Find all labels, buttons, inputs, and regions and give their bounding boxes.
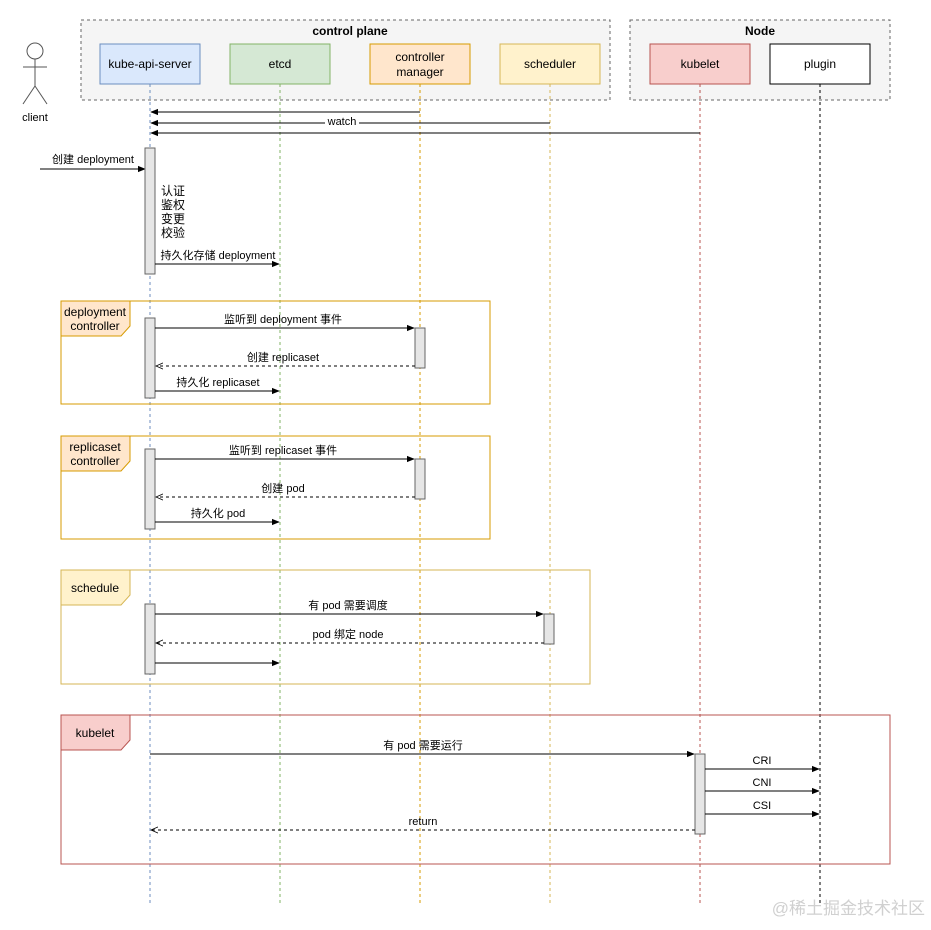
label-create-replicaset: 创建 replicaset xyxy=(247,350,319,364)
label-watch-deployment-event: 监听到 deployment 事件 xyxy=(224,313,342,326)
label-persist-replicaset: 持久化 replicaset xyxy=(176,375,259,389)
frame-deployment-controller: deployment controller xyxy=(60,300,491,405)
participant-label: plugin xyxy=(804,57,836,71)
activation-kubelet xyxy=(694,753,706,835)
activation-api-server-3 xyxy=(144,448,156,530)
watermark: @稀土掘金技术社区 xyxy=(772,899,925,918)
watch-arrows xyxy=(150,108,700,137)
node-title: Node xyxy=(745,24,775,38)
label-persist-pod: 持久化 pod xyxy=(191,506,245,520)
frame-replicaset-controller: replicaset controller xyxy=(60,435,491,540)
actor-client[interactable] xyxy=(22,42,48,105)
frame-label: kubelet xyxy=(76,726,115,740)
label-authorization: 鉴权 xyxy=(161,198,185,212)
label-cri: CRI xyxy=(753,755,772,767)
actor-client-label: client xyxy=(22,112,48,124)
label-create-pod: 创建 pod xyxy=(261,481,304,495)
frame-kubelet: kubelet xyxy=(60,714,891,865)
control-plane-title: control plane xyxy=(312,24,388,38)
participant-label: kubelet xyxy=(681,57,720,71)
frame-label: schedule xyxy=(71,581,119,595)
label-persist-deployment: 持久化存储 deployment xyxy=(161,248,276,262)
frame-label-line2: controller xyxy=(70,454,119,468)
label-csi: CSI xyxy=(753,800,771,812)
activation-controller-2 xyxy=(414,458,426,500)
frame-label-line2: controller xyxy=(70,319,119,333)
label-authentication: 认证 xyxy=(161,184,185,198)
participant-label: scheduler xyxy=(524,57,576,71)
label-watch-replicaset-event: 监听到 replicaset 事件 xyxy=(229,444,337,457)
activation-api-server-2 xyxy=(144,317,156,399)
frame-schedule: schedule xyxy=(60,569,591,685)
participant-etcd[interactable]: etcd xyxy=(229,43,331,85)
activation-controller-1 xyxy=(414,327,426,369)
participant-kube-api-server[interactable]: kube-api-server xyxy=(99,43,201,85)
label-cni: CNI xyxy=(753,777,772,789)
participant-label-line2: manager xyxy=(396,65,443,79)
frame-label-line1: deployment xyxy=(64,305,127,319)
label-return: return xyxy=(409,816,438,828)
participant-label: etcd xyxy=(269,57,292,71)
label-pod-needs-running: 有 pod 需要运行 xyxy=(383,738,462,752)
watch-label: watch xyxy=(327,116,357,128)
label-pod-bind-node: pod 绑定 node xyxy=(313,627,384,641)
participant-label: kube-api-server xyxy=(108,57,191,71)
label-create-deployment: 创建 deployment xyxy=(52,152,134,166)
participant-kubelet[interactable]: kubelet xyxy=(649,43,751,85)
participant-scheduler[interactable]: scheduler xyxy=(499,43,601,85)
activation-scheduler xyxy=(543,613,555,645)
participant-controller-manager[interactable]: controller manager xyxy=(369,43,471,85)
participant-label-line1: controller xyxy=(395,50,444,64)
participant-plugin[interactable]: plugin xyxy=(769,43,871,85)
label-pod-needs-scheduling: 有 pod 需要调度 xyxy=(308,598,387,612)
activation-api-server-1 xyxy=(144,147,156,275)
lifelines xyxy=(149,84,821,905)
actor-head-icon xyxy=(26,42,44,60)
label-mutation: 变更 xyxy=(161,211,185,226)
label-validation: 校验 xyxy=(161,225,185,240)
frame-label-line1: replicaset xyxy=(69,440,121,454)
activation-api-server-4 xyxy=(144,603,156,675)
